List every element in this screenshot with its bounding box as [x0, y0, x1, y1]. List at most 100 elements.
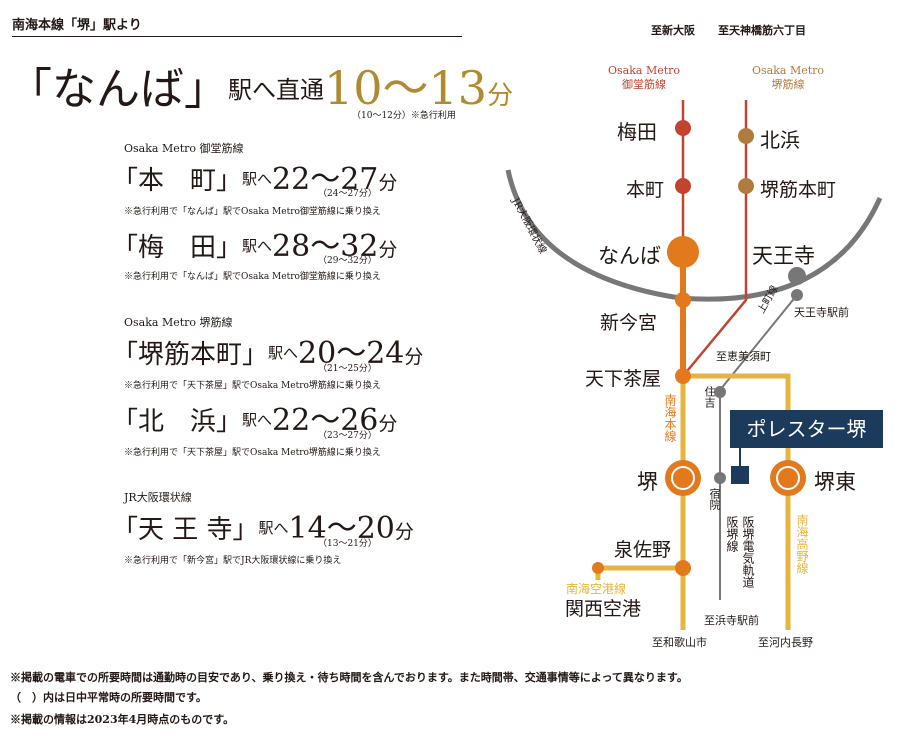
station-dot-namba [667, 236, 699, 268]
route-unit: 分 [394, 521, 414, 543]
main-note: （10〜12分）※急行利用 [352, 111, 456, 121]
station-dot-honmachi [675, 178, 691, 194]
dir-tenjinbashi: 至天神橋筋六丁目 [718, 24, 806, 37]
main-suffix: 駅へ直通 [228, 76, 324, 104]
station-tennoji: 天王寺 [752, 244, 815, 268]
route-note: ※急行利用で「新今宮」駅でJR大阪環状線に乗り換え [124, 556, 342, 566]
station-tengachaya: 天下茶屋 [585, 368, 662, 390]
station-dot-tengachaya [675, 368, 691, 384]
route-time: 28〜32 [272, 229, 379, 264]
route-unit: 分 [378, 413, 398, 435]
property-marker [731, 466, 749, 484]
route-offpeak: （24〜27分） [318, 189, 377, 199]
main-unit: 分 [487, 81, 514, 111]
station-dot-kansai-airport [592, 562, 604, 574]
route-kitahama: 「北 浜」駅へ22〜26分 [112, 395, 397, 439]
section-line-label: JR大阪環状線 [124, 491, 192, 504]
header-title: 南海本線「堺」駅より [12, 18, 142, 33]
station-dot-sakai [665, 460, 701, 496]
dir-shin-osaka: 至新大阪 [651, 24, 695, 37]
sakaisuji-label: Osaka Metro 堺筋線 [752, 64, 825, 91]
route-time: 20〜24 [298, 336, 405, 371]
station-shin-imamiya: 新今宮 [600, 312, 658, 334]
jr-loop-label: JR大阪環状線 [509, 194, 550, 255]
midosuji-label: Osaka Metro 御堂筋線 [608, 64, 681, 91]
dir-ebisucho: 至恵美須町 [716, 350, 771, 363]
station-dot-shukuin [714, 472, 726, 484]
route-unit: 分 [378, 239, 398, 261]
station-kansai-airport: 関西空港 [565, 598, 642, 620]
route-offpeak: （21〜25分） [318, 364, 377, 374]
route-note: ※急行利用で「なんば」駅でOsaka Metro御堂筋線に乗り換え [124, 207, 381, 217]
route-umeda: 「梅 田」駅へ28〜32分 [112, 221, 397, 265]
route-time: 22〜26 [272, 403, 379, 438]
route-destination: 「本 町」 [112, 166, 243, 196]
footnote: （ ）内は日中平常時の所要時間です。 [10, 691, 207, 704]
station-dot-sakaihigashi [770, 460, 806, 496]
route-note: ※急行利用で「なんば」駅でOsaka Metro御堂筋線に乗り換え [124, 272, 381, 282]
section-line-label: Osaka Metro 御堂筋線 [124, 142, 244, 155]
section-line-label: Osaka Metro 堺筋線 [124, 316, 233, 329]
route-unit: 分 [378, 172, 398, 194]
route-suffix: 駅へ [242, 170, 273, 188]
footnote: ※掲載の情報は2023年4月時点のものです。 [10, 713, 235, 726]
station-namba: なんば [598, 244, 661, 268]
dir-hamadera: 至浜寺駅前 [704, 614, 759, 627]
nankai-koya-label: 南海高野線 [795, 514, 809, 574]
station-sakaihigashi: 堺東 [814, 470, 856, 494]
main-route: 「なんば」駅へ直通10〜13分 [8, 52, 513, 118]
station-sakaisuji-honmachi: 堺筋本町 [760, 179, 837, 201]
station-kitahama: 北浜 [760, 128, 800, 152]
route-destination: 「天 王 寺」 [112, 515, 259, 545]
route-note: ※急行利用で「天下茶屋」駅でOsaka Metro堺筋線に乗り換え [124, 448, 381, 458]
route-suffix: 駅へ [242, 237, 273, 255]
route-destination: 「北 浜」 [112, 407, 243, 437]
uemachi-label: 上町線 [754, 283, 780, 315]
station-dot-umeda [675, 120, 691, 136]
nankai-airport-line [595, 565, 683, 580]
dir-kawachinagano: 至河内長野 [758, 636, 813, 649]
route-tennoji: 「天 王 寺」駅へ14〜20分 [112, 503, 414, 547]
route-time: 14〜20 [288, 511, 395, 546]
dir-wakayama: 至和歌山市 [652, 636, 707, 649]
station-dot-tennoji [788, 267, 806, 285]
route-note: ※急行利用で「天下茶屋」駅でOsaka Metro堺筋線に乗り換え [124, 381, 381, 391]
route-offpeak: （29〜32分） [318, 256, 377, 266]
station-dot-sumiyoshi [714, 386, 726, 398]
route-suffix: 駅へ [242, 411, 273, 429]
station-shukuin: 宿院 [708, 488, 721, 510]
route-honmachi: 「本 町」駅へ22〜27分 [112, 154, 397, 198]
sakaisuji-line-south [682, 290, 748, 377]
station-dot-shin-imamiya [675, 292, 691, 308]
station-izumisano: 泉佐野 [614, 539, 672, 561]
route-unit: 分 [404, 346, 424, 368]
station-dot-sakai-inner [671, 466, 695, 490]
nankai-koya-line [683, 373, 791, 630]
route-suffix: 駅へ [258, 519, 289, 537]
route-sakaisuji-honmachi: 「堺筋本町」駅へ20〜24分 [112, 328, 423, 372]
route-time: 22〜27 [272, 162, 379, 197]
hankai-label: 阪堺線 [725, 516, 739, 552]
station-dot-tennoji-ekimae [791, 289, 803, 301]
station-dot-sakaisuji-honmachi [738, 178, 754, 194]
main-destination: 「なんば」 [8, 64, 228, 115]
footnote: ※掲載の電車での所要時間は通勤時の目安であり、乗り換え・待ち時間を含んでおります… [10, 671, 688, 684]
route-suffix: 駅へ [268, 344, 299, 362]
station-sakai: 堺 [637, 470, 658, 494]
hankai-tram-label: 阪堺電気軌道 [741, 516, 755, 588]
station-honmachi: 本町 [626, 179, 665, 201]
nankai-main-label: 南海本線 [663, 394, 677, 442]
route-offpeak: （23〜27分） [318, 431, 377, 441]
header-divider [12, 36, 462, 37]
route-offpeak: （13〜21分） [318, 539, 377, 549]
route-destination: 「堺筋本町」 [112, 340, 269, 370]
station-sumiyoshi: 住吉 [703, 386, 716, 408]
property-badge: ポレスター堺 [730, 410, 883, 448]
nankai-airport-label: 南海空港線 [566, 582, 627, 596]
station-tennoji-ekimae: 天王寺駅前 [794, 306, 849, 319]
station-dot-kitahama [738, 128, 754, 144]
station-umeda: 梅田 [617, 120, 657, 144]
main-time: 10〜13 [324, 61, 488, 115]
